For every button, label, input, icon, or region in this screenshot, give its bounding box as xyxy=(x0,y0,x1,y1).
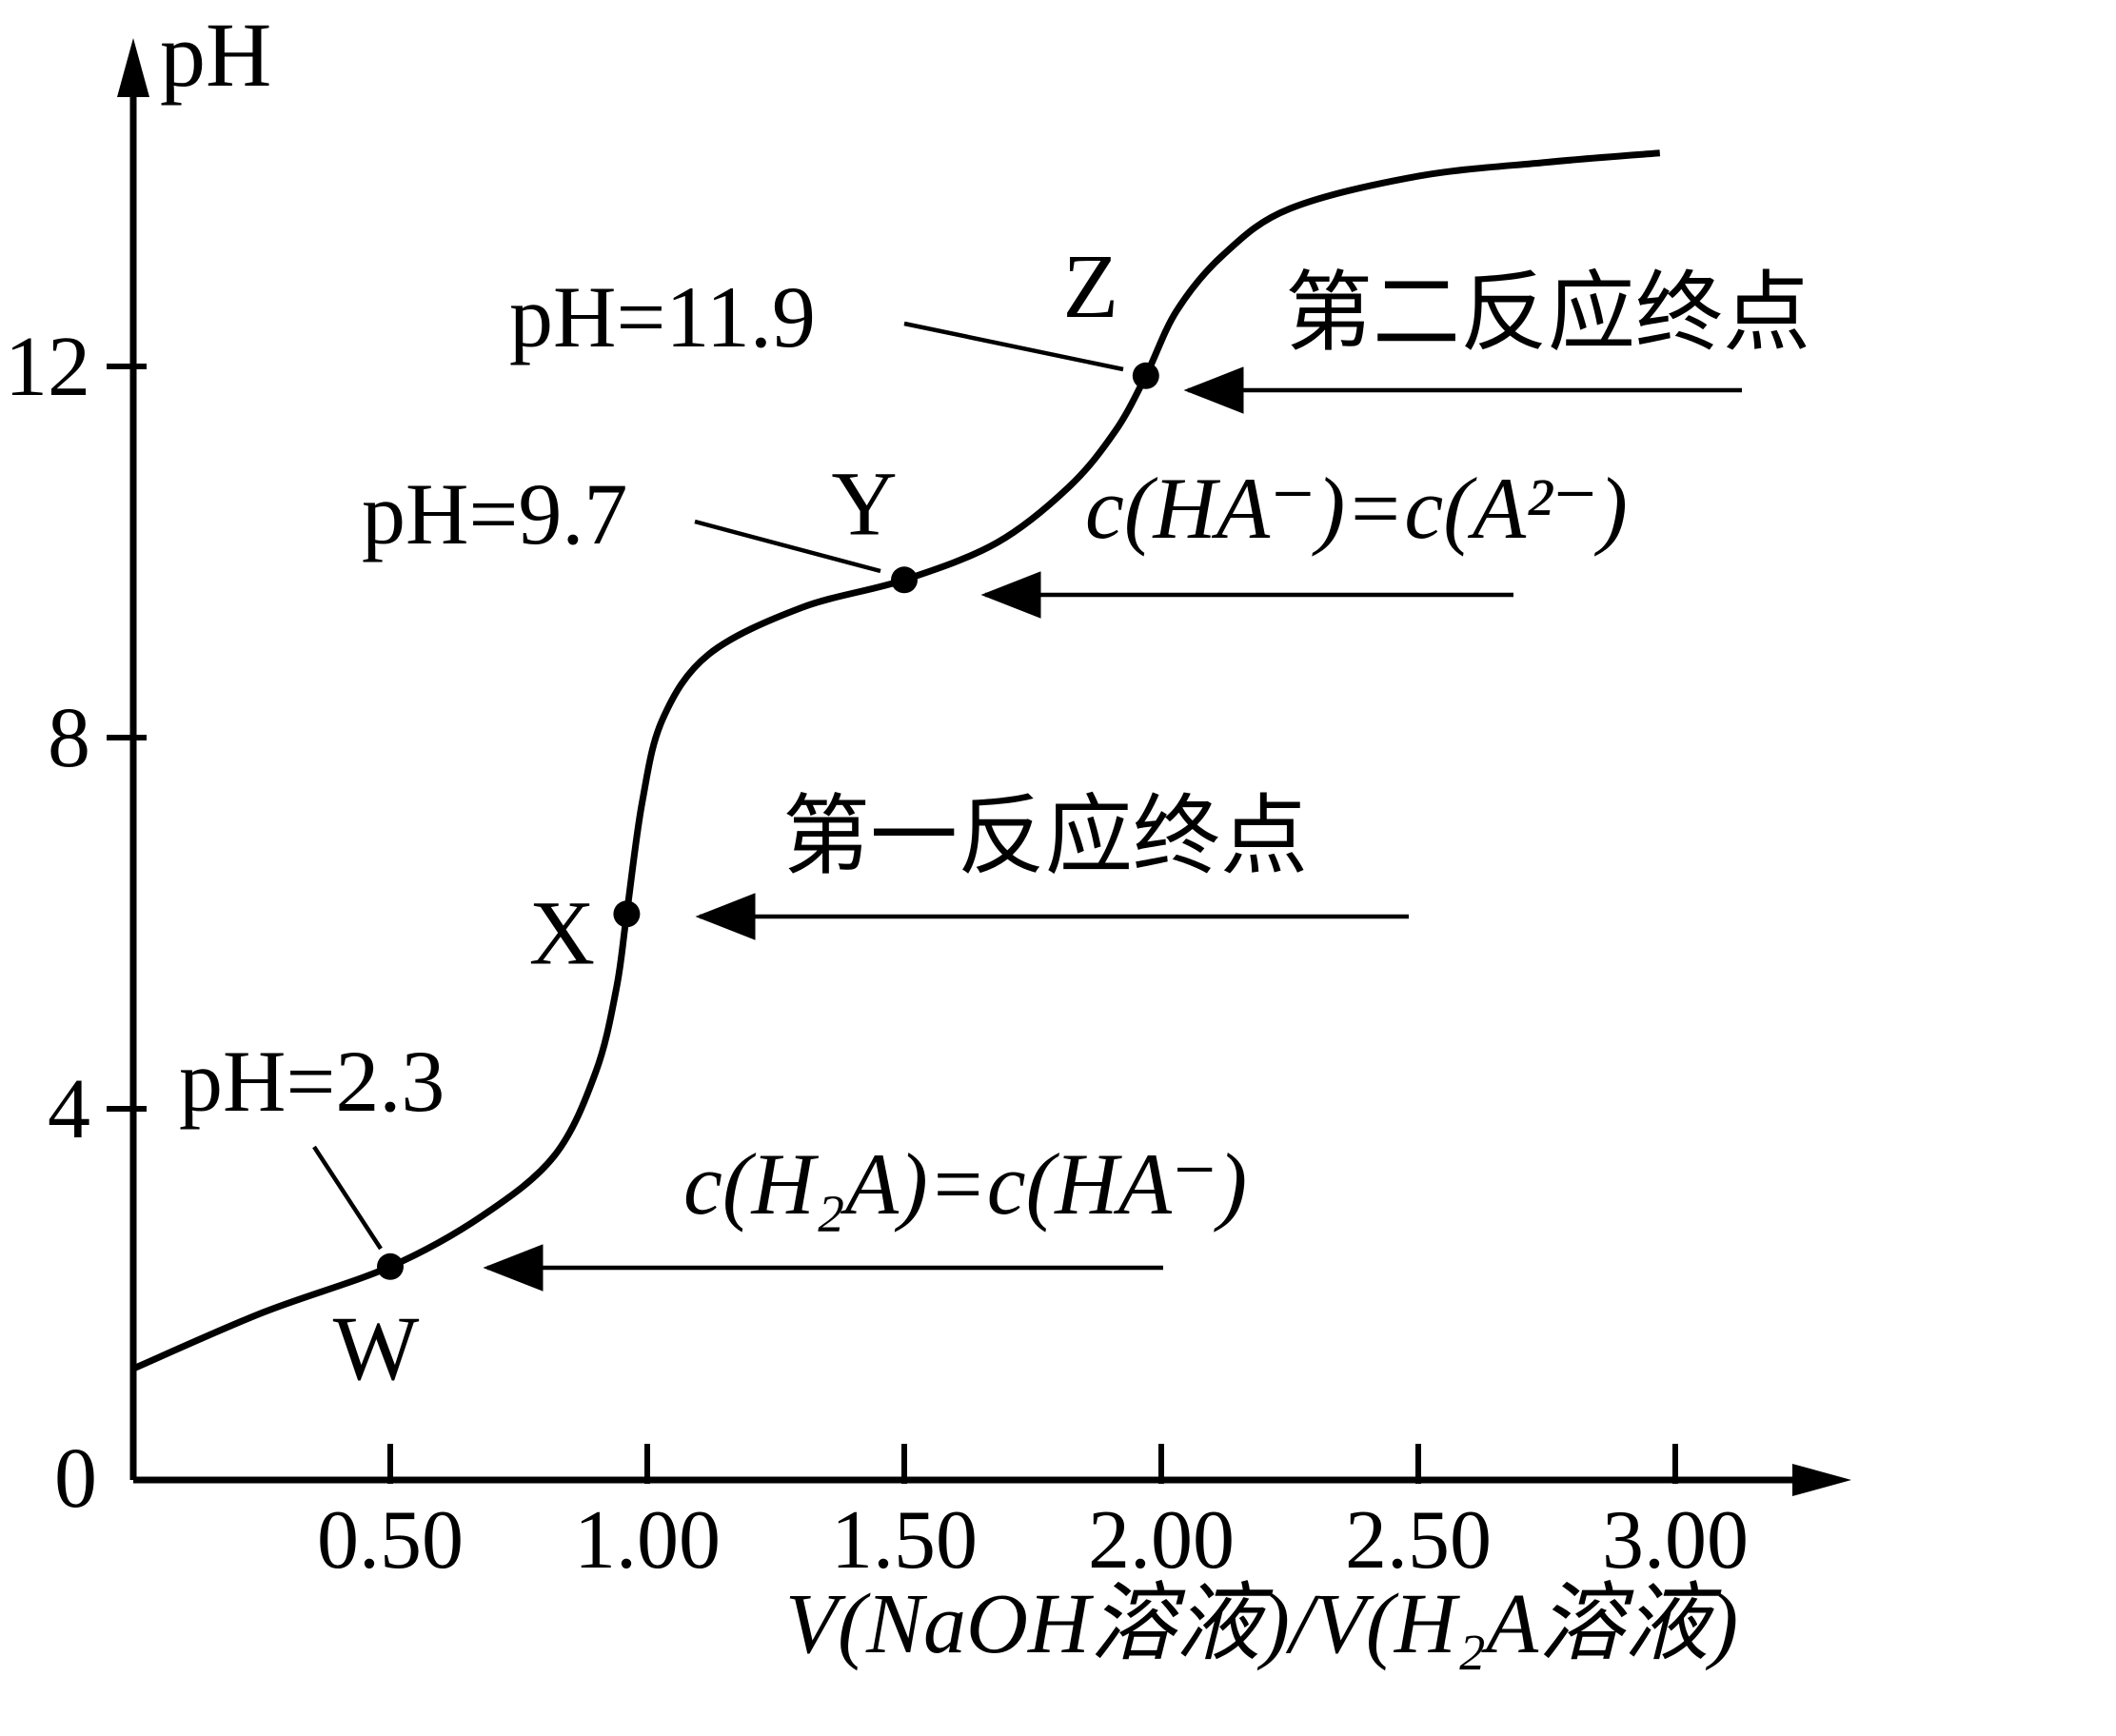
leader-lines xyxy=(312,321,1742,1292)
annotation-second-endpoint: 第二反应终点 xyxy=(1285,265,1811,362)
annotation-equal-ha-a: c(HA⁻)=c(A²⁻) xyxy=(1085,460,1628,557)
leader-ph97-to-Y xyxy=(694,519,881,574)
x-axis-arrowhead-icon xyxy=(1792,1464,1851,1496)
annotation-ph-y: pH=9.7 xyxy=(362,465,628,562)
x-tick-label-3.00: 3.00 xyxy=(1602,1494,1749,1587)
leader-ph23-to-W xyxy=(312,1145,383,1251)
data-point-Y xyxy=(891,566,918,594)
point-label-X: X xyxy=(529,881,595,983)
data-point-W xyxy=(377,1253,404,1280)
x-tick-label-0.50: 0.50 xyxy=(317,1494,464,1587)
y-tick-label-12: 12 xyxy=(5,320,90,414)
x-tick-label-1.00: 1.00 xyxy=(574,1494,721,1587)
data-point-Z xyxy=(1132,362,1159,389)
annotation-equal-h2a-ha: c(H₂A)=c(HA⁻) xyxy=(683,1135,1248,1233)
point-label-Y: Y xyxy=(831,452,897,554)
titration-curve xyxy=(131,149,1661,1372)
annotation-first-endpoint: 第一反应终点 xyxy=(782,788,1309,885)
annotation-ph-z: pH=11.9 xyxy=(509,268,816,365)
origin-label: 0 xyxy=(54,1431,97,1526)
y-axis-title: pH xyxy=(160,4,272,106)
x-tick-label-2.50: 2.50 xyxy=(1345,1494,1492,1587)
y-tick-label-4: 4 xyxy=(48,1062,90,1156)
data-point-X xyxy=(613,900,641,928)
y-axis-arrowhead-icon xyxy=(117,38,149,97)
x-tick-label-2.00: 2.00 xyxy=(1088,1494,1235,1587)
leader-ph119-to-Z xyxy=(903,321,1124,372)
x-tick-label-1.50: 1.50 xyxy=(831,1494,978,1587)
y-tick-label-8: 8 xyxy=(48,691,90,785)
annotation-ph-w: pH=2.3 xyxy=(179,1033,445,1130)
x-axis-title: V(NaOH溶液)/V(H₂A溶液) xyxy=(785,1577,1739,1671)
point-label-W: W xyxy=(333,1297,420,1399)
point-label-Z: Z xyxy=(1062,235,1118,337)
